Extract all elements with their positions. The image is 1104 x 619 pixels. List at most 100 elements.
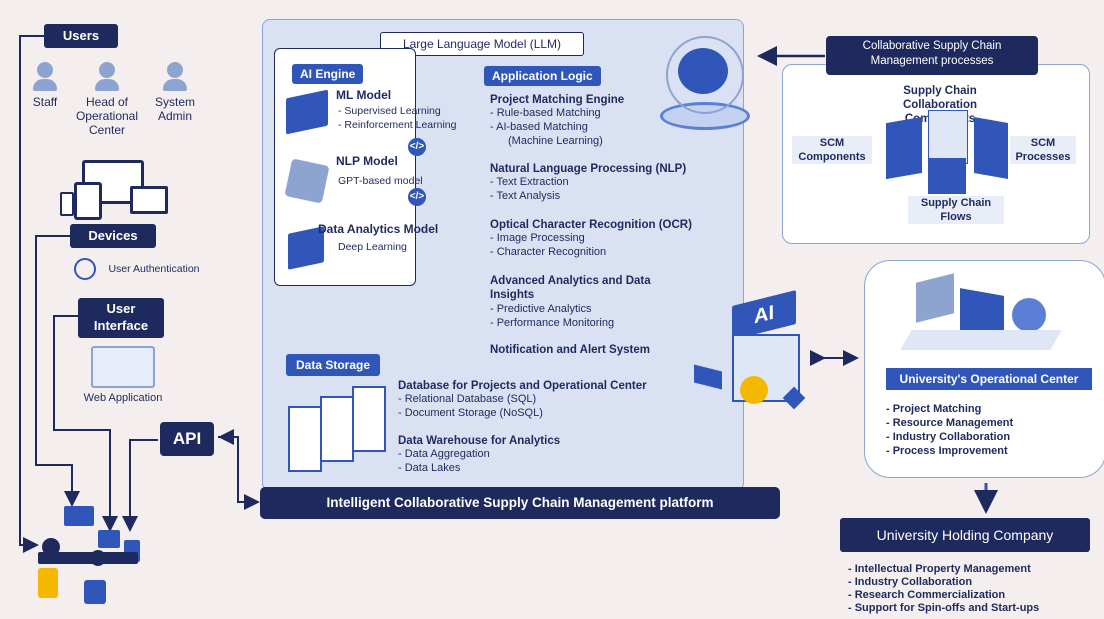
puzzle-icon	[694, 364, 722, 390]
api-label: API	[172, 429, 202, 448]
person-icon	[37, 62, 53, 78]
section-item: - Performance Monitoring	[490, 317, 615, 329]
role-label: Head of Operational Center	[75, 95, 139, 137]
person-body-icon	[95, 79, 119, 91]
building-icon	[916, 273, 954, 323]
campus-illustration	[900, 268, 1062, 358]
devices-illustration	[60, 160, 170, 220]
app-logic-section: Advanced Analytics and Data Insights - P…	[490, 274, 651, 330]
platform-label: Intelligent Collaborative Supply Chain M…	[326, 495, 714, 510]
section-item: - Rule-based Matching	[490, 107, 601, 119]
chair-icon	[84, 580, 106, 604]
holding-item: - Research Commercialization	[848, 589, 1006, 601]
section-item: - AI-based Matching	[490, 121, 588, 133]
person-operator-icon	[90, 550, 106, 566]
dome-icon	[1012, 298, 1046, 332]
brain-illustration	[652, 28, 752, 132]
scm-block-icon	[928, 158, 966, 194]
data-storage-title: Data Storage	[286, 354, 381, 376]
holding-item: - Intellectual Property Management	[848, 563, 1031, 575]
section-item: - Text Extraction	[490, 176, 569, 188]
operational-center-title-bar: University's Operational Center	[886, 368, 1092, 390]
scm-header-text: Collaborative Supply Chain Management pr…	[862, 40, 1002, 67]
model-item: - Supervised Learning	[338, 105, 441, 117]
section-title: Optical Character Recognition (OCR)	[490, 219, 692, 231]
app-logic-section: Optical Character Recognition (OCR) - Im…	[490, 219, 692, 259]
storage-item: - Data Aggregation	[398, 448, 490, 460]
network-cube-icon	[284, 158, 330, 204]
llm-title-text: Large Language Model (LLM)	[402, 37, 562, 51]
hologram-base-icon	[660, 102, 750, 130]
scm-right-label: SCM Processes	[1010, 136, 1076, 164]
phone-icon	[60, 192, 74, 216]
operational-center-item: - Project Matching	[886, 403, 982, 415]
tablet-icon	[74, 182, 102, 220]
section-title: Notification and Alert System	[490, 344, 650, 356]
scm-block-icon	[974, 117, 1008, 179]
role-label: Staff	[32, 95, 58, 109]
llm-title: Large Language Model (LLM)	[380, 32, 584, 56]
ai-engine-title: AI Engine	[292, 64, 364, 84]
operational-center-item: - Industry Collaboration	[886, 431, 1011, 443]
user-authentication: User Authentication	[74, 258, 200, 280]
platform-icon	[900, 330, 1062, 350]
holding-company-list: - Intellectual Property Management - Ind…	[848, 563, 1039, 615]
storage-group-title: Database for Projects and Operational Ce…	[398, 380, 647, 392]
operational-center-list: - Project Matching - Resource Management…	[886, 402, 1013, 458]
person-body-icon	[33, 79, 57, 91]
screen-icon	[98, 530, 120, 548]
user-role-admin: System Admin	[148, 62, 202, 123]
holding-item: - Support for Spin-offs and Start-ups	[848, 602, 1040, 614]
scm-center-label: Supply Chain Collaboration Components	[902, 85, 978, 125]
scm-block-icon	[928, 110, 968, 164]
web-application: Web Application	[78, 346, 168, 404]
storage-group: Database for Projects and Operational Ce…	[398, 380, 647, 420]
holding-company-title: University Holding Company	[876, 527, 1054, 543]
model-name: Data Analytics Model	[318, 222, 439, 236]
storage-item: - Document Storage (NoSQL)	[398, 407, 543, 419]
devices-title: Devices	[70, 224, 156, 248]
ai-cube-illustration: AI	[694, 290, 822, 424]
user-role-head: Head of Operational Center	[70, 62, 144, 137]
section-item: - Character Recognition	[490, 246, 607, 258]
section-title: Natural Language Processing (NLP)	[490, 163, 687, 175]
section-item: - Image Processing	[490, 232, 585, 244]
person-body-icon	[163, 79, 187, 91]
user-role-staff: Staff	[28, 62, 62, 109]
code-icon: </>	[408, 188, 426, 206]
web-application-label: Web Application	[83, 392, 163, 404]
application-logic-title: Application Logic	[484, 66, 601, 86]
section-item: - Text Analysis	[490, 190, 561, 202]
person-icon	[99, 62, 115, 78]
storage-group: Data Warehouse for Analytics - Data Aggr…	[398, 435, 560, 475]
operational-center-item: - Resource Management	[886, 417, 1014, 429]
user-authentication-label: User Authentication	[108, 263, 200, 275]
model-name: ML Model	[336, 88, 392, 102]
users-title: Users	[44, 24, 118, 48]
server-icon	[352, 386, 386, 452]
role-label: System Admin	[154, 95, 195, 123]
web-app-icon	[91, 346, 155, 388]
scm-left-label: SCM Components	[792, 136, 872, 164]
app-logic-section: Natural Language Processing (NLP) - Text…	[490, 163, 686, 203]
operators-illustration	[34, 500, 144, 610]
server-icon	[288, 406, 322, 472]
desk-icon	[38, 552, 138, 564]
scm-header: Collaborative Supply Chain Management pr…	[826, 36, 1038, 75]
ring-icon	[666, 36, 744, 114]
person-operator-icon	[42, 538, 60, 556]
holding-company-title-bar: University Holding Company	[840, 518, 1090, 552]
ai-chip-icon: AI	[732, 290, 796, 340]
ai-label: AI	[754, 301, 774, 329]
chair-icon	[38, 568, 58, 598]
operational-center-title: University's Operational Center	[899, 372, 1079, 386]
person-icon	[167, 62, 183, 78]
model-item: GPT-based model	[338, 175, 423, 187]
model-name: NLP Model	[336, 154, 398, 168]
section-title: Project Matching Engine	[490, 94, 625, 106]
operational-center-item: - Process Improvement	[886, 445, 1008, 457]
code-icon: </>	[408, 138, 426, 156]
scm-bottom-label: Supply Chain Flows	[908, 196, 1004, 224]
section-title: Advanced Analytics and Data Insights	[490, 275, 651, 301]
server-icon	[320, 396, 354, 462]
